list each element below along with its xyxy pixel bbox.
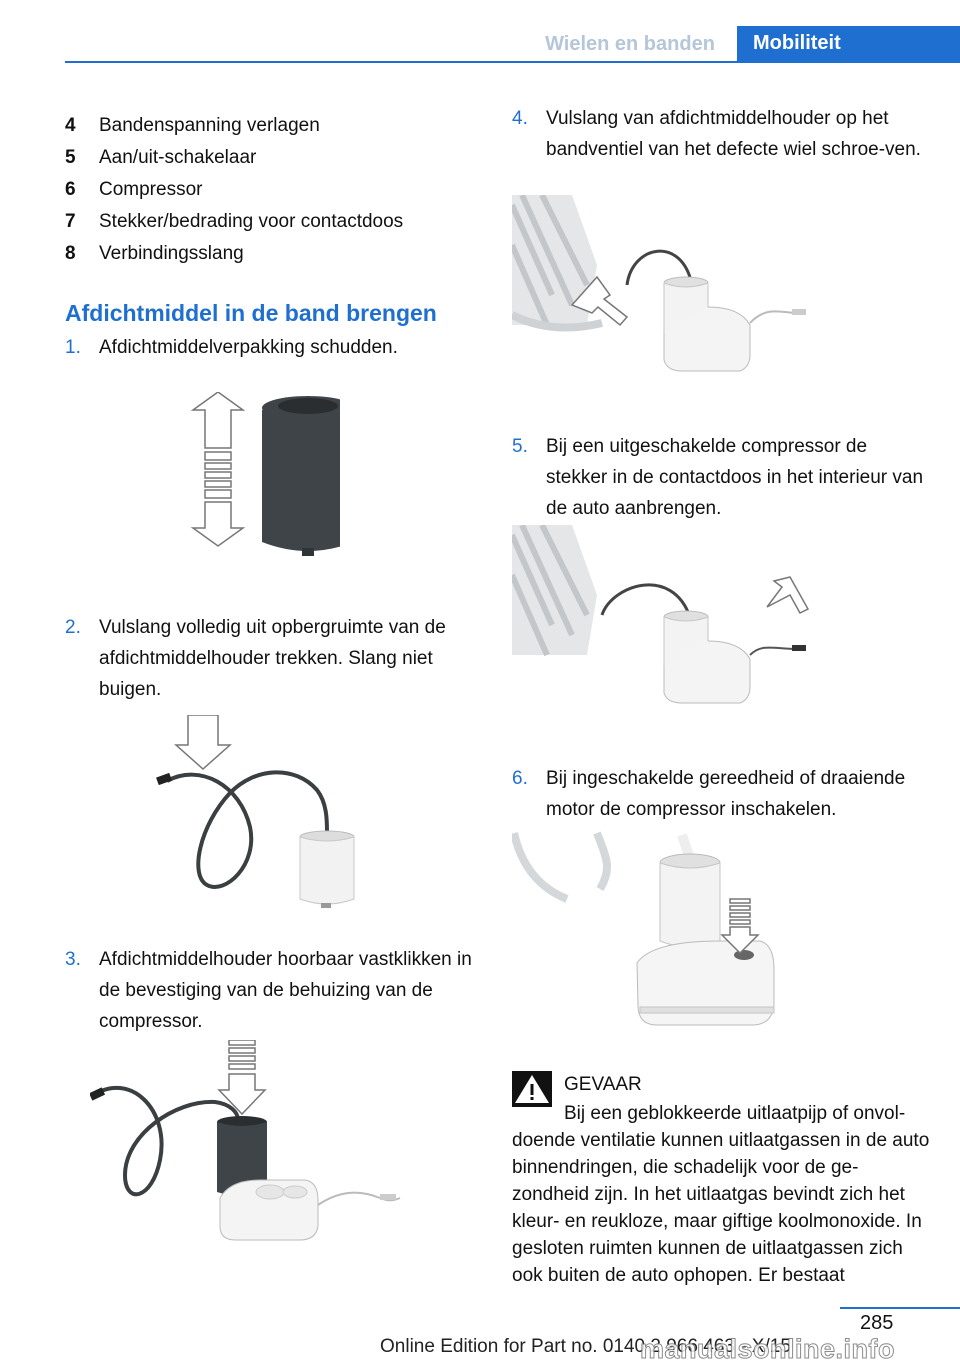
step-text: Vulslang van afdichtmiddelhouder op het … xyxy=(546,108,921,160)
attach-bottle-illustration xyxy=(90,1040,401,1241)
step-number: 1. xyxy=(65,337,81,358)
step-text: Bij ingeschakelde gereedheid of draaiend… xyxy=(546,768,906,820)
screw-hose-to-valve-illustration xyxy=(512,195,806,372)
shake-bottle-illustration xyxy=(190,392,340,556)
legend-text: Compressor xyxy=(99,179,203,200)
step-number: 3. xyxy=(65,949,81,970)
legend-number: 6 xyxy=(65,179,76,200)
step-number: 6. xyxy=(512,768,528,789)
footer-rule xyxy=(840,1307,960,1309)
legend-text: Stekker/bedrading voor contactdoos xyxy=(99,211,404,232)
header-rule xyxy=(65,61,960,63)
right-column: 4. Vulslang van afdichtmiddelhouder op h… xyxy=(512,103,930,1303)
page-number: 285 xyxy=(860,1312,894,1334)
tab-wielen-en-banden[interactable]: Wielen en banden xyxy=(545,33,715,55)
legend-number: 7 xyxy=(65,211,76,232)
pull-hose-illustration xyxy=(156,715,355,908)
step-number: 2. xyxy=(65,617,81,638)
step-text: Afdichtmiddelverpakking schudden. xyxy=(99,337,398,358)
left-column: 4 Bandenspanning verlagen 5 Aan/uit-scha… xyxy=(65,110,477,1300)
legend-text: Bandenspanning verlagen xyxy=(99,115,320,136)
step-text: Vulslang volledig uit opbergruimte van d… xyxy=(99,617,446,700)
step-number: 5. xyxy=(512,436,528,457)
plug-socket-illustration xyxy=(512,525,810,704)
step-text: Bij een uitgeschakelde compressor de ste… xyxy=(546,436,924,519)
step-number: 4. xyxy=(512,108,528,129)
legend-text: Verbindingsslang xyxy=(99,243,244,264)
warning-text: Bij een geblokkeerde uitlaatpijp of onvo… xyxy=(512,1103,930,1286)
legend-number: 8 xyxy=(65,243,76,264)
tab-mobiliteit[interactable]: Mobiliteit xyxy=(737,26,960,62)
step-text: Afdichtmiddelhouder hoorbaar vastklikken… xyxy=(99,949,472,1032)
legend-text: Aan/uit-schakelaar xyxy=(99,147,257,168)
warning-triangle-icon xyxy=(512,1071,552,1107)
legend-number: 4 xyxy=(65,115,76,136)
section-title: Afdichtmiddel in de band brengen xyxy=(65,300,437,326)
legend-number: 5 xyxy=(65,147,76,168)
warning-title: GEVAAR xyxy=(564,1074,642,1095)
edition-footer: Online Edition for Part no. 0140 2 966 4… xyxy=(380,1336,791,1357)
switch-on-compressor-illustration xyxy=(512,831,775,1026)
watermark: manualsonline.info xyxy=(639,1334,896,1365)
